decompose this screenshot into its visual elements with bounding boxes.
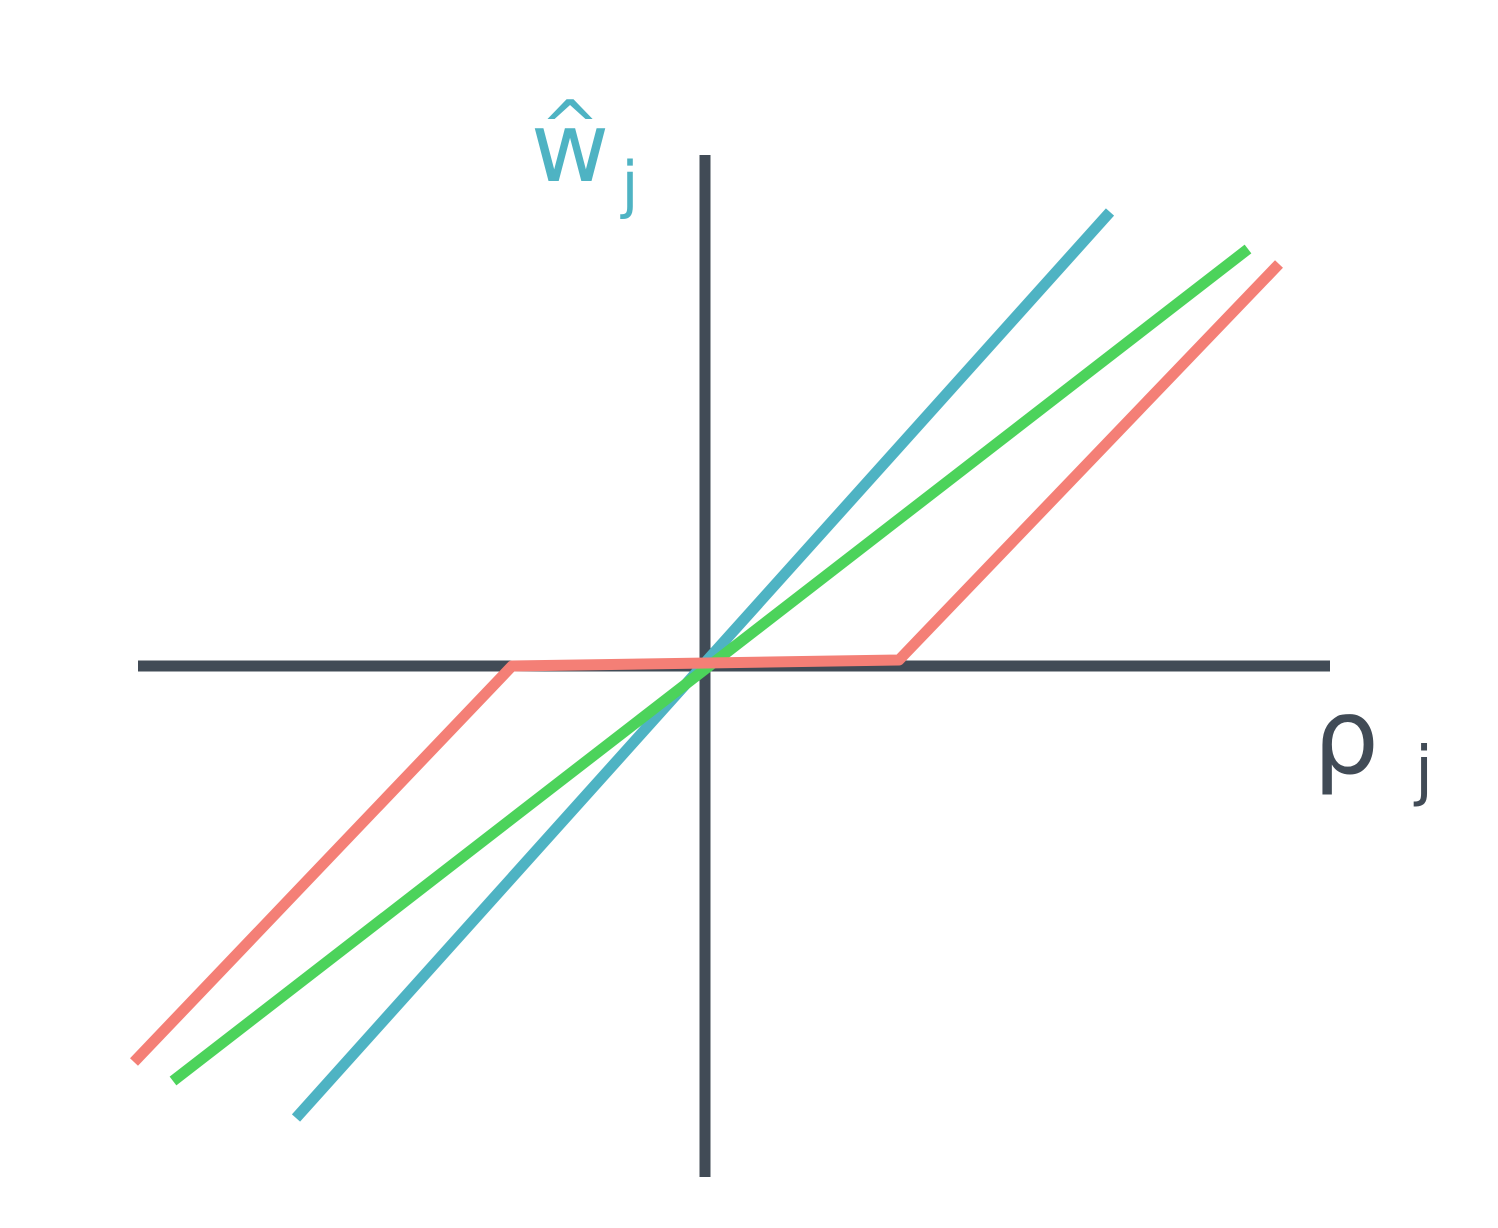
y-axis-label: ^ w j	[531, 85, 639, 221]
x-axis-label-subscript: j	[1413, 732, 1433, 809]
red-line	[130, 260, 1283, 1066]
x-axis-label: ρ j	[1313, 676, 1433, 809]
y-axis-label-subscript: j	[619, 148, 638, 221]
y-axis-label-main: w	[531, 92, 610, 204]
x-axis-label-main: ρ	[1313, 676, 1379, 798]
y-axis-label-hat: ^	[540, 85, 600, 169]
